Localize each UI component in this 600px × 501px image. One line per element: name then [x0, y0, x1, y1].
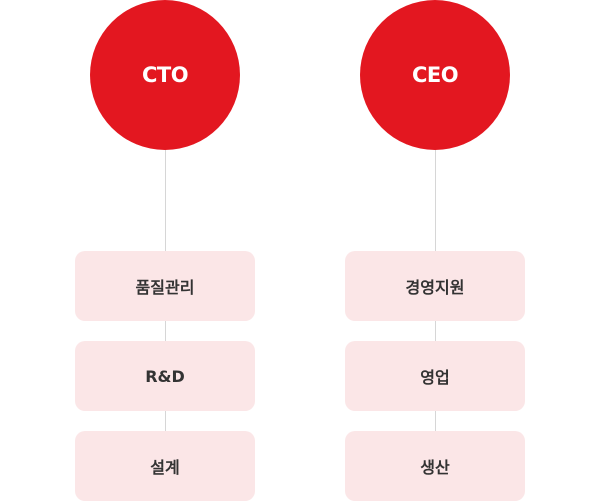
org-box-sales: 영업 [345, 341, 525, 411]
cto-column: CTO 품질관리 R&D 설계 [75, 0, 255, 501]
org-box-design: 설계 [75, 431, 255, 501]
org-box-production: 생산 [345, 431, 525, 501]
cto-node: CTO [90, 0, 240, 150]
org-box-management: 경영지원 [345, 251, 525, 321]
ceo-column: CEO 경영지원 영업 생산 [345, 0, 525, 501]
org-box-rnd: R&D [75, 341, 255, 411]
ceo-node: CEO [360, 0, 510, 150]
org-box-quality: 품질관리 [75, 251, 255, 321]
